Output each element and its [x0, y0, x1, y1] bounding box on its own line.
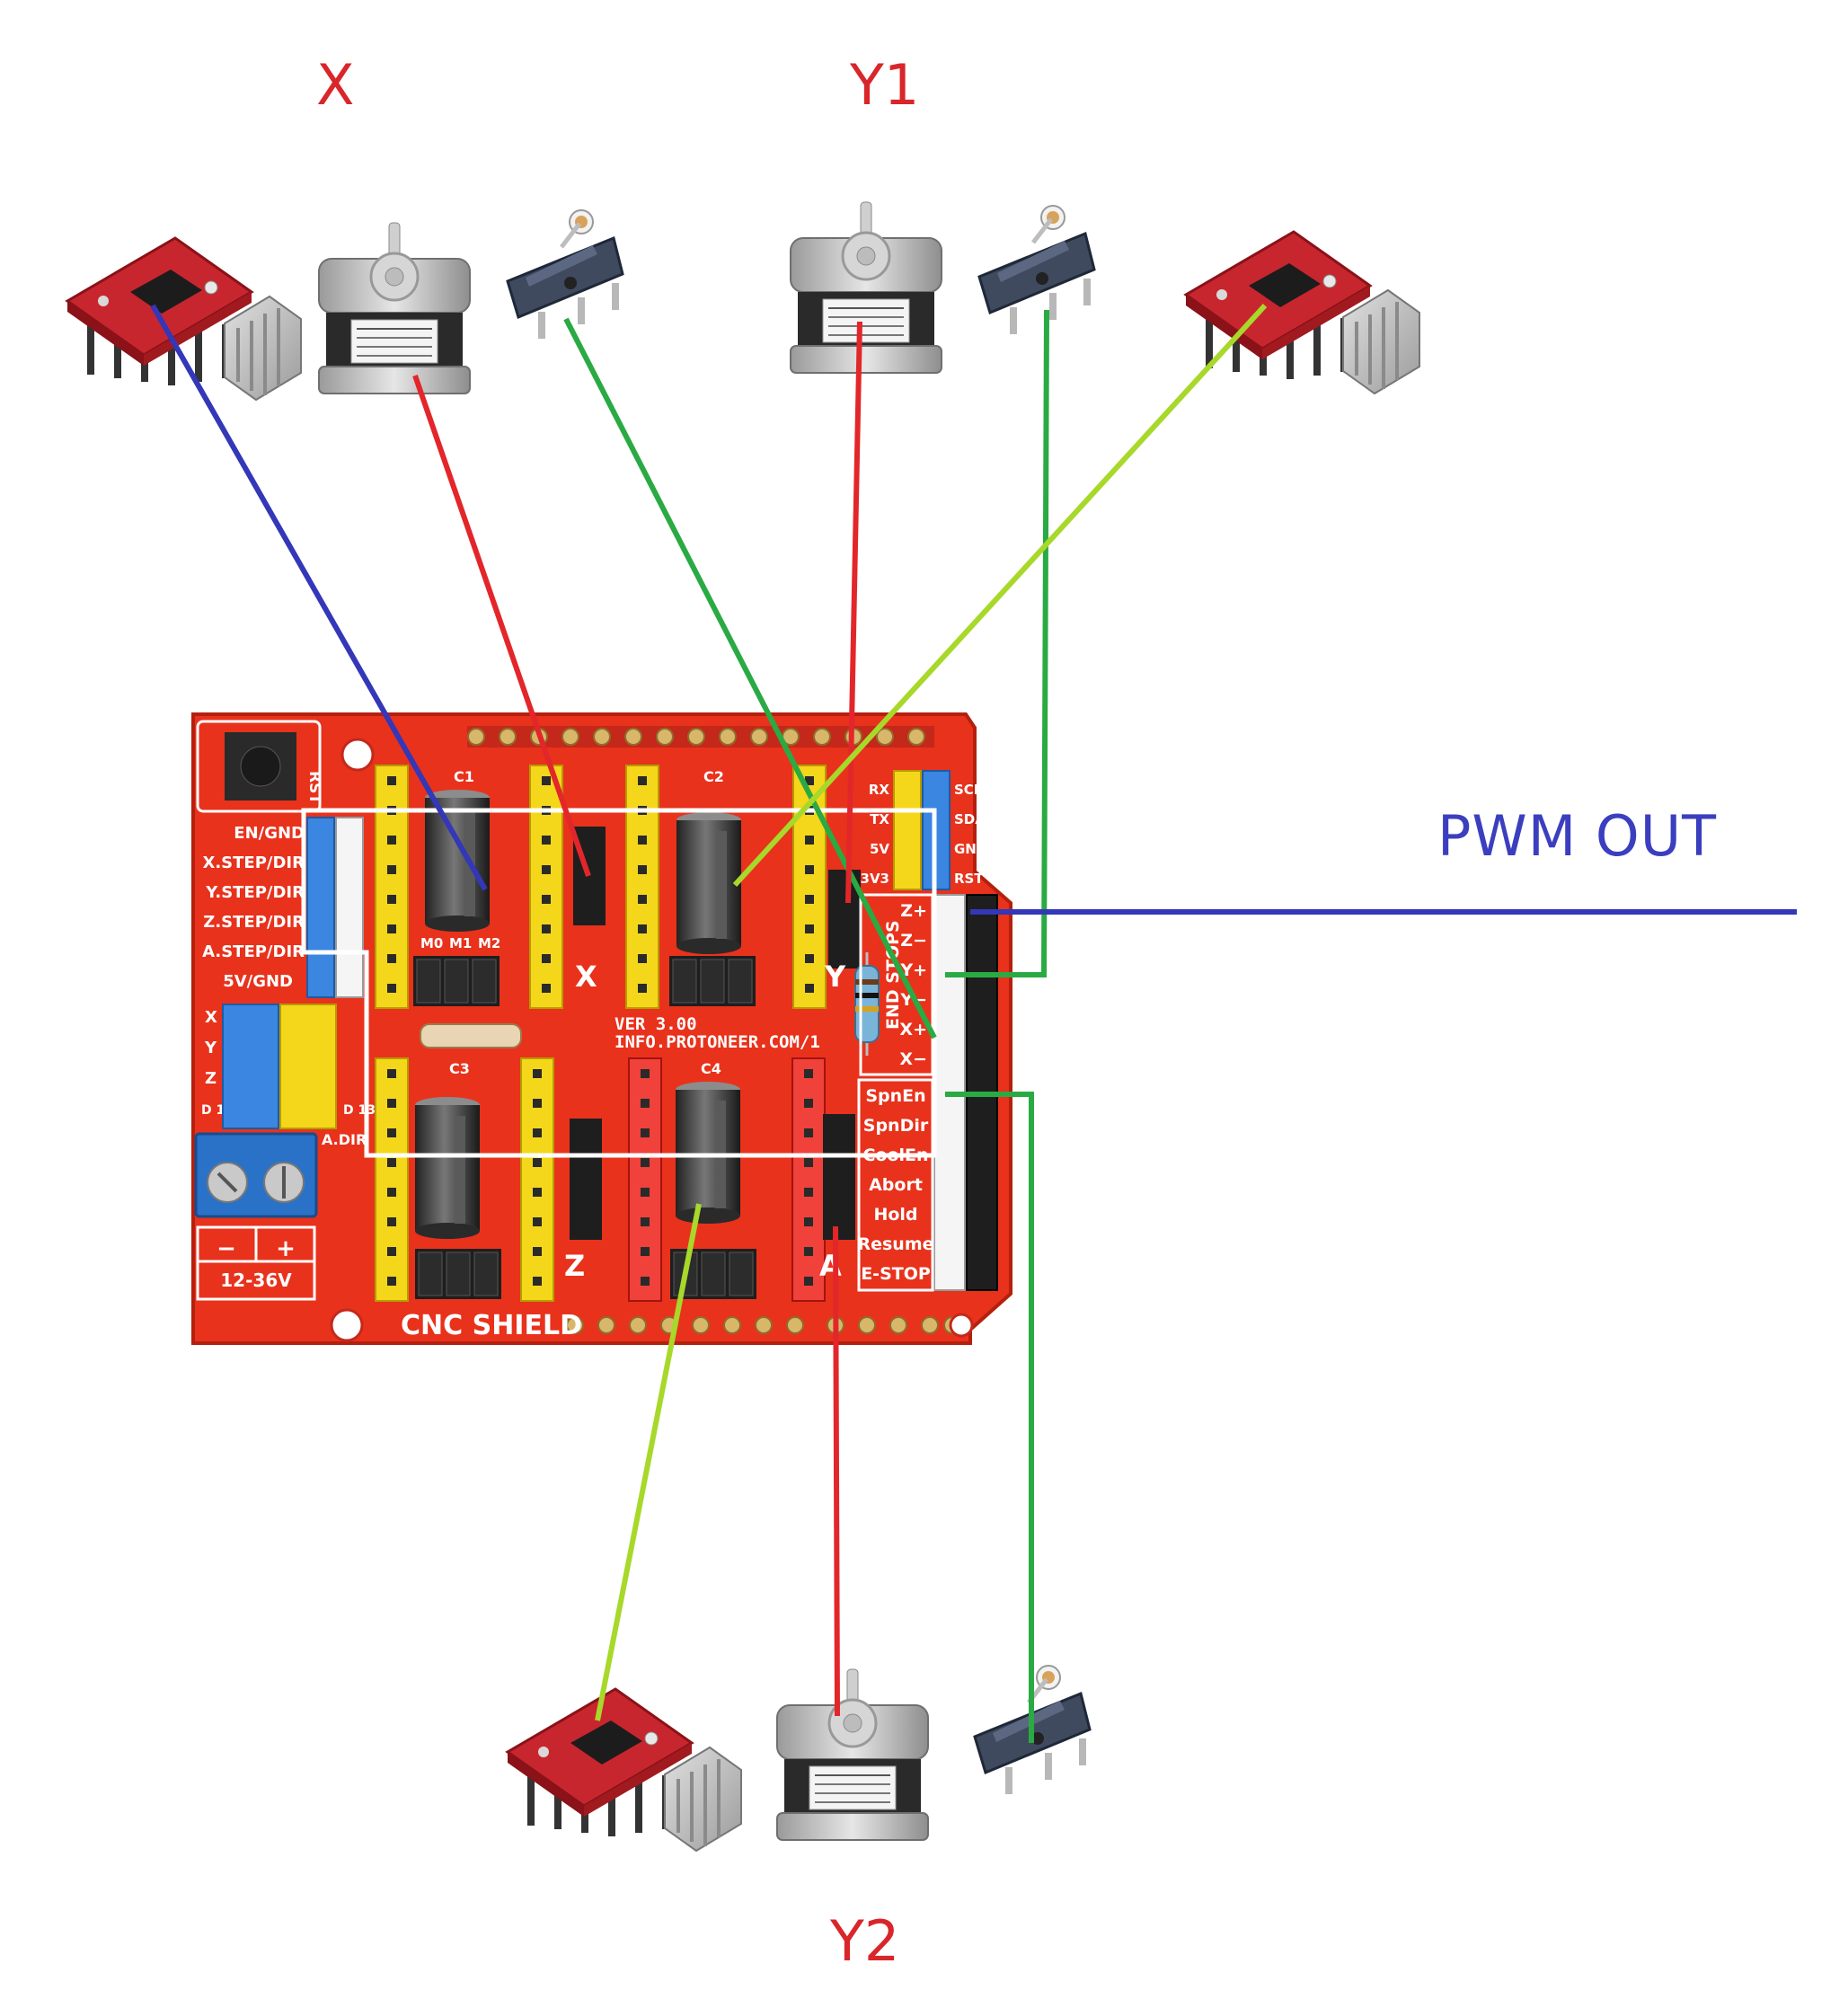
cap-c4-label: C4 — [701, 1060, 721, 1077]
label-z-plus: Z+ — [900, 901, 927, 921]
label-clone-z: Z — [205, 1069, 217, 1088]
label-y-step-dir: Y.STEP/DIR — [205, 883, 305, 902]
label-clone-x: X — [205, 1008, 217, 1027]
power-voltage-label: 12-36V — [220, 1269, 292, 1291]
label-scl: SCL — [954, 782, 983, 798]
power-terminal: − + 12-36V — [194, 1132, 318, 1301]
wire-y2-endstop — [945, 1092, 1034, 1743]
mounting-hole — [949, 1313, 974, 1338]
label-tx: TX — [870, 811, 889, 827]
label-rx: RX — [869, 782, 890, 798]
wire-y1-motor — [845, 321, 862, 904]
wire-x-driver — [150, 304, 488, 891]
stepper-driver-y2 — [506, 1687, 743, 1853]
stepper-driver-y1 — [1184, 230, 1421, 395]
label-rst: RST — [954, 871, 984, 887]
stepper-driver-x — [66, 236, 303, 402]
label-y1: Y1 — [850, 52, 920, 118]
driver-slot-z: C3 Z — [375, 1023, 602, 1302]
en-step-dir-header-white — [335, 817, 364, 998]
label-x-plus: X+ — [899, 1020, 927, 1039]
label-y2: Y2 — [830, 1908, 900, 1974]
endstop-switch-y1 — [979, 206, 1094, 334]
board-version: VER 3.00 — [615, 1014, 697, 1034]
slot-label-y: Y — [824, 960, 846, 994]
label-5v-gnd: 5V/GND — [223, 972, 293, 991]
highlight-outline — [301, 808, 937, 1158]
label-z-minus: Z− — [900, 931, 927, 951]
slot-label-x: X — [575, 960, 597, 994]
reset-button[interactable] — [196, 720, 322, 813]
wire-x-endstop — [563, 317, 937, 1039]
label-5v: 5V — [870, 841, 889, 857]
mounting-hole — [340, 738, 375, 772]
label-spndir: SpnDir — [863, 1116, 929, 1136]
mounting-hole — [330, 1308, 364, 1342]
reset-label: RST — [305, 771, 323, 804]
power-minus: − — [217, 1235, 236, 1262]
label-spnen: SpnEn — [865, 1086, 925, 1106]
driver-slot-a: C4 A — [628, 1057, 855, 1302]
stepper-motor-x — [317, 221, 472, 395]
cap-c2-label: C2 — [703, 768, 724, 785]
board-url: INFO.PROTONEER.COM/1 — [615, 1032, 820, 1052]
label-a-step-dir: A.STEP/DIR — [202, 942, 305, 961]
label-gnd: GND — [954, 841, 987, 857]
slot-label-z: Z — [564, 1249, 585, 1283]
cap-c3-label: C3 — [449, 1060, 470, 1077]
label-pwm-out: PWM OUT — [1437, 803, 1717, 869]
wire-y2-motor — [833, 1225, 840, 1717]
wires — [150, 303, 1797, 1743]
wire-y1-endstop — [945, 309, 1049, 977]
ms-m0-x: M0 — [420, 935, 443, 951]
ms-m2-x: M2 — [478, 935, 500, 951]
label-z-step-dir: Z.STEP/DIR — [203, 913, 305, 932]
wire-y2-driver — [595, 1203, 702, 1721]
cap-c1-label: C1 — [454, 768, 474, 785]
ms-m1-x: M1 — [449, 935, 472, 951]
axis-clone-jumpers: X Y Z D 12 D 13 A.DIR — [201, 1004, 376, 1148]
label-x-minus: X− — [899, 1049, 927, 1069]
resistor — [854, 952, 880, 1056]
en-step-dir-header — [306, 817, 335, 998]
serial-i2c-header: RX TX 5V 3V3 SCL SDA GND RST — [861, 770, 987, 890]
board-title: CNC SHIELD — [401, 1310, 582, 1341]
label-d13: D 13 — [343, 1103, 376, 1118]
driver-slot-x: C1 M0 M1 M2 X — [375, 765, 606, 1009]
label-sda: SDA — [954, 811, 986, 827]
cnc-shield-board: RST EN/GND X.STEP/DIR Y.STEP/DIR Z.STEP/… — [191, 712, 1012, 1345]
label-x-step-dir: X.STEP/DIR — [202, 854, 305, 872]
label-3v3: 3V3 — [861, 871, 889, 887]
label-y-plus: Y+ — [899, 960, 927, 980]
stepper-motor-y1 — [789, 200, 943, 375]
label-en-gnd: EN/GND — [234, 824, 305, 843]
label-a-dir: A.DIR — [322, 1131, 367, 1148]
label-clone-y: Y — [204, 1039, 217, 1057]
label-resume: Resume — [857, 1234, 933, 1254]
fuse — [420, 1023, 522, 1048]
label-abort: Abort — [869, 1175, 923, 1195]
label-e-stop: E-STOP — [861, 1264, 931, 1284]
label-x: X — [316, 52, 355, 118]
power-plus: + — [276, 1235, 296, 1262]
wire-x-motor — [412, 375, 591, 877]
left-pin-labels: EN/GND X.STEP/DIR Y.STEP/DIR Z.STEP/DIR … — [202, 824, 305, 991]
label-hold: Hold — [873, 1205, 917, 1225]
wire-y1-driver — [732, 303, 1268, 888]
stepper-motor-y2 — [775, 1667, 930, 1842]
slot-label-a: A — [819, 1249, 842, 1283]
